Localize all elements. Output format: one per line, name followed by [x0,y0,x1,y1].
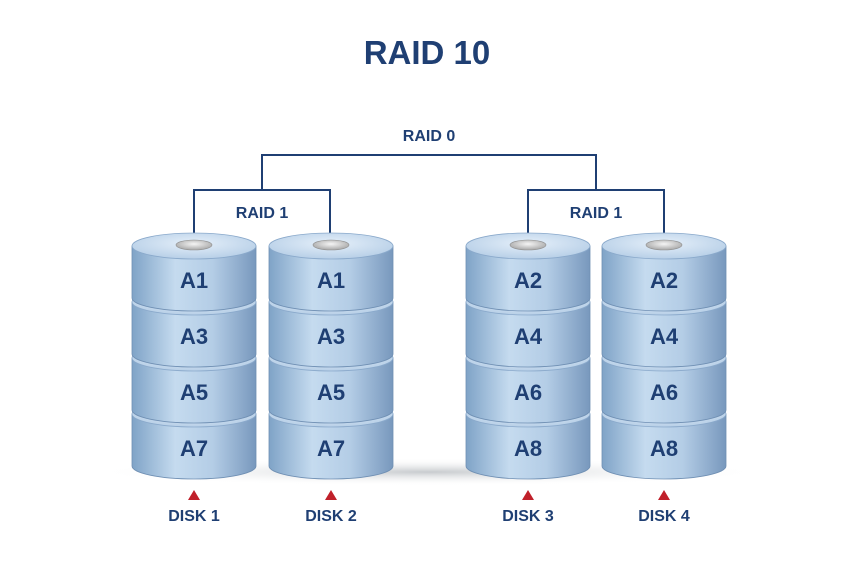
disk-2: A1 A3 A5 A7 [268,232,394,480]
spindle-hub [312,239,350,251]
disk-label-2: DISK 2 [305,508,357,525]
block-label: A1 [316,268,346,293]
disk-segment [465,245,591,312]
arrow-up-icon [522,490,534,500]
block-label: A8 [649,436,679,461]
diagram-title: RAID 10 [363,34,491,71]
raid0-label: RAID 0 [402,128,456,145]
disk-cylinder [268,232,394,480]
block-label: A1 [179,268,209,293]
disk-segment [268,245,394,312]
arrow-up-icon [325,490,337,500]
raid0-bracket [261,154,597,190]
disk-segment [601,413,727,480]
spindle-hub [645,239,683,251]
disk-segment [465,413,591,480]
disk-segment [131,245,257,312]
disk-cylinder [601,232,727,480]
block-label: A7 [316,436,346,461]
disk-segment [601,357,727,424]
disk-1: A1 A3 A5 A7 [131,232,257,480]
block-label: A4 [649,324,679,349]
disk-segment [131,413,257,480]
arrow-up-icon [188,490,200,500]
block-label: A7 [179,436,209,461]
block-label: A2 [649,268,679,293]
disk-segment [131,301,257,368]
disk-label-1: DISK 1 [168,508,220,525]
disk-4: A2 A4 A6 A8 [601,232,727,480]
disk-cylinder [131,232,257,480]
arrow-up-icon [658,490,670,500]
floor-shadow [88,458,768,486]
raid1-label-left: RAID 1 [235,205,289,222]
disk-segment [268,413,394,480]
disk-cylinder [465,232,591,480]
block-label: A8 [513,436,543,461]
block-label: A5 [316,380,346,405]
raid1-bracket-left [193,189,331,245]
disk-segment [465,357,591,424]
block-label: A3 [316,324,346,349]
disk-segment [131,357,257,424]
disk-segment [268,301,394,368]
disk-segment [601,301,727,368]
disk-segment [465,301,591,368]
raid1-bracket-right [527,189,665,245]
block-label: A2 [513,268,543,293]
spindle-hub [509,239,547,251]
block-label: A5 [179,380,209,405]
block-label: A3 [179,324,209,349]
spindle-hub [175,239,213,251]
raid1-label-right: RAID 1 [569,205,623,222]
disk-label-4: DISK 4 [638,508,690,525]
disk-label-3: DISK 3 [502,508,554,525]
disk-segment [601,245,727,312]
block-label: A4 [513,324,543,349]
block-label: A6 [649,380,679,405]
block-label: A6 [513,380,543,405]
disk-3: A2 A4 A6 A8 [465,232,591,480]
disk-segment [268,357,394,424]
